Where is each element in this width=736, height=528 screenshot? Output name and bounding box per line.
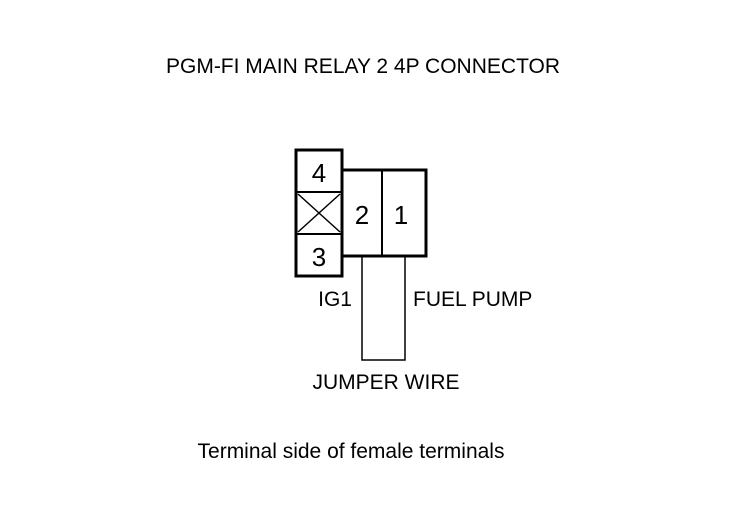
jumper-wire bbox=[361, 256, 406, 361]
unused-cavity-cross-icon bbox=[297, 193, 341, 233]
ig1-label: IG1 bbox=[318, 288, 352, 311]
terminal-2-label: 2 bbox=[355, 200, 369, 230]
terminal-4-label: 4 bbox=[312, 158, 326, 188]
jumper-wire-label: JUMPER WIRE bbox=[313, 371, 460, 394]
fuel-pump-label: FUEL PUMP bbox=[413, 288, 532, 311]
diagram-caption: Terminal side of female terminals bbox=[198, 440, 505, 463]
terminal-3-label: 3 bbox=[312, 242, 326, 272]
connector-left-column bbox=[294, 148, 344, 278]
terminal-1-label: 1 bbox=[394, 200, 408, 230]
connector-right-housing bbox=[342, 168, 428, 258]
diagram-title: PGM-FI MAIN RELAY 2 4P CONNECTOR bbox=[166, 55, 560, 78]
